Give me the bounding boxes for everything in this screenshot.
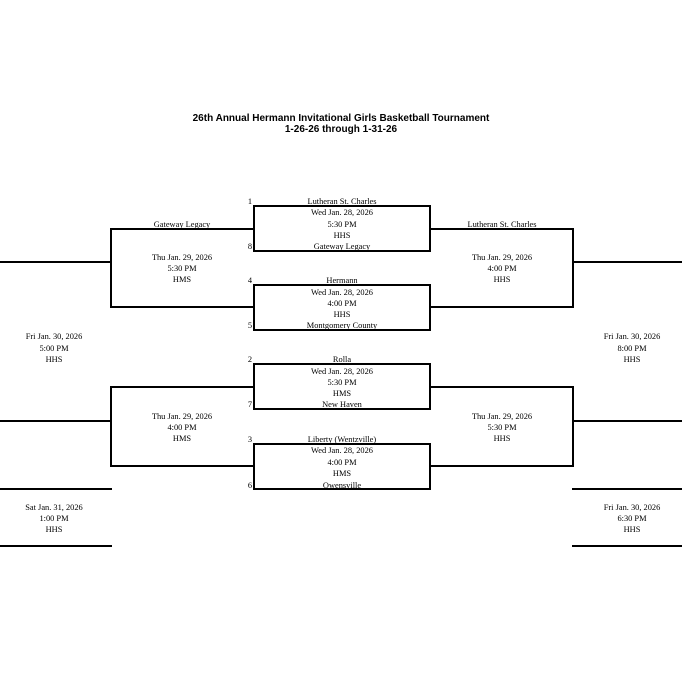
team-top: Liberty (Wentzville): [307, 435, 377, 444]
game-site: HMS: [332, 469, 352, 478]
game-date: Thu Jan. 29, 2026: [151, 412, 213, 421]
seed-bottom: 6: [247, 481, 252, 490]
seed-top: 3: [247, 435, 252, 444]
game-site: HHS: [493, 434, 511, 443]
game-date: Wed Jan. 28, 2026: [311, 288, 373, 297]
game-date: Sat Jan. 31, 2026: [25, 503, 83, 512]
tournament-title: 26th Annual Hermann Invitational Girls B…: [192, 113, 490, 124]
game-time: 4:00 PM: [167, 423, 197, 432]
game-date: Fri Jan. 30, 2026: [603, 503, 661, 512]
game-time: 1:00 PM: [39, 514, 69, 523]
team-top: Rolla: [332, 355, 352, 364]
game-time: 5:30 PM: [327, 220, 357, 229]
game-time: 5:30 PM: [327, 378, 357, 387]
game-date: Thu Jan. 29, 2026: [471, 412, 533, 421]
game-date: Thu Jan. 29, 2026: [151, 253, 213, 262]
game-date: Wed Jan. 28, 2026: [311, 446, 373, 455]
seed-bottom: 8: [247, 242, 252, 251]
team-slot: Lutheran St. Charles: [467, 220, 537, 229]
game-time: 4:00 PM: [487, 264, 517, 273]
game-time: 5:30 PM: [167, 264, 197, 273]
game-site: HHS: [333, 310, 351, 319]
game-site: HHS: [493, 275, 511, 284]
game-time: 6:30 PM: [617, 514, 647, 523]
seed-top: 4: [247, 276, 252, 285]
team-bottom: Gateway Legacy: [313, 242, 371, 251]
game-site: HHS: [45, 355, 63, 364]
team-bottom: New Haven: [322, 400, 362, 409]
seed-top: 2: [247, 355, 252, 364]
game-site: HHS: [333, 231, 351, 240]
game-date: Wed Jan. 28, 2026: [311, 208, 373, 217]
game-time: 5:00 PM: [39, 344, 69, 353]
team-bottom: Owensville: [322, 481, 362, 490]
seed-top: 1: [247, 197, 252, 206]
team-top: Lutheran St. Charles: [307, 197, 377, 206]
game-time: 4:00 PM: [327, 458, 357, 467]
game-date: Fri Jan. 30, 2026: [603, 332, 661, 341]
game-site: HMS: [332, 389, 352, 398]
game-time: 4:00 PM: [327, 299, 357, 308]
game-date: Thu Jan. 29, 2026: [471, 253, 533, 262]
team-slot: Gateway Legacy: [153, 220, 211, 229]
game-time: 8:00 PM: [617, 344, 647, 353]
game-date: Fri Jan. 30, 2026: [25, 332, 83, 341]
game-date: Wed Jan. 28, 2026: [311, 367, 373, 376]
game-site: HMS: [172, 275, 192, 284]
team-top: Hermann: [326, 276, 358, 285]
game-site: HHS: [45, 525, 63, 534]
team-bottom: Montgomery County: [306, 321, 378, 330]
game-site: HMS: [172, 434, 192, 443]
tournament-dates: 1-26-26 through 1-31-26: [284, 124, 398, 135]
game-time: 5:30 PM: [487, 423, 517, 432]
game-site: HHS: [623, 355, 641, 364]
seed-bottom: 7: [247, 400, 252, 409]
seed-bottom: 5: [247, 321, 252, 330]
game-site: HHS: [623, 525, 641, 534]
